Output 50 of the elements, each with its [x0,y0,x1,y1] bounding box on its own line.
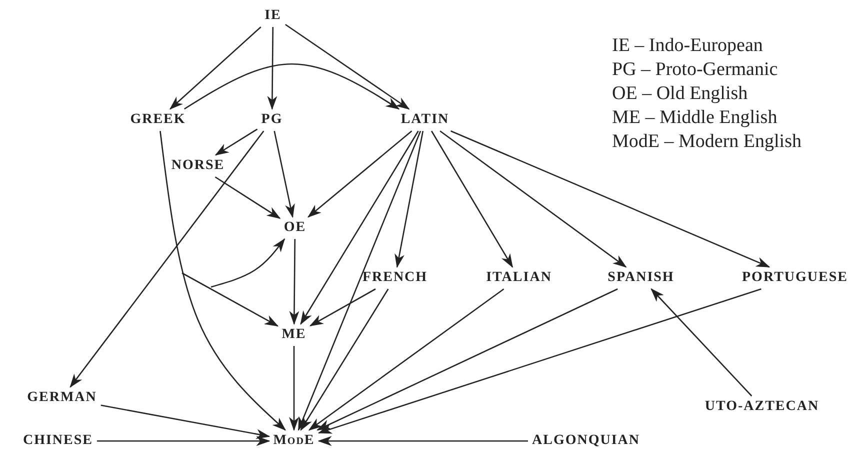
language-label: ALGONQUIAN [532,434,640,448]
arrow [184,63,400,110]
arrow [214,128,258,156]
arrow [300,288,389,431]
legend-entry: ME – Middle English [612,106,778,130]
language-label: ME [282,328,306,342]
language-label: OE [284,221,306,235]
language-label: GREEK [130,113,186,127]
language-label: UTO-AZTECAN [704,400,820,414]
arrow [97,436,270,446]
arrow [214,176,281,219]
arrow [285,24,410,110]
language-label: LATIN [400,113,450,127]
arrow [650,288,752,396]
language-label: PORTUGUESE [742,271,848,285]
language-label: NORSE [171,159,225,173]
arrow [289,239,300,325]
arrow [298,130,422,431]
language-label: SPANISH [608,271,674,285]
arrow [394,130,424,268]
legend-entry: OE – Old English [612,82,748,106]
legend-entry: IE – Indo-European [612,34,763,58]
language-label: GERMAN [27,391,97,405]
arrow [318,436,528,446]
arrow [308,288,504,431]
arrow [450,130,770,268]
arrow [300,130,419,325]
arrow [70,130,264,388]
arrow [210,238,286,288]
language-label: PG [261,113,283,127]
language-label: CHINESE [22,434,94,448]
legend-entry: PG – Proto-Germanic [612,58,778,82]
arrow [274,130,295,218]
arrow [430,130,514,268]
arrow [100,404,270,439]
language-label: IE [264,9,282,23]
language-label: FRENCH [362,271,428,285]
arrow [182,272,279,327]
language-label: ModE [273,434,315,448]
arrow [316,288,618,431]
legend-entry: ModE – Modern English [612,130,802,154]
arrow [440,130,627,268]
arrow [169,26,262,110]
arrow [318,288,762,434]
language-label: ITALIAN [486,271,552,285]
arrow [309,288,376,326]
arrow [289,346,299,431]
arrow [160,130,286,431]
arrow [307,130,412,218]
arrow [267,27,278,110]
